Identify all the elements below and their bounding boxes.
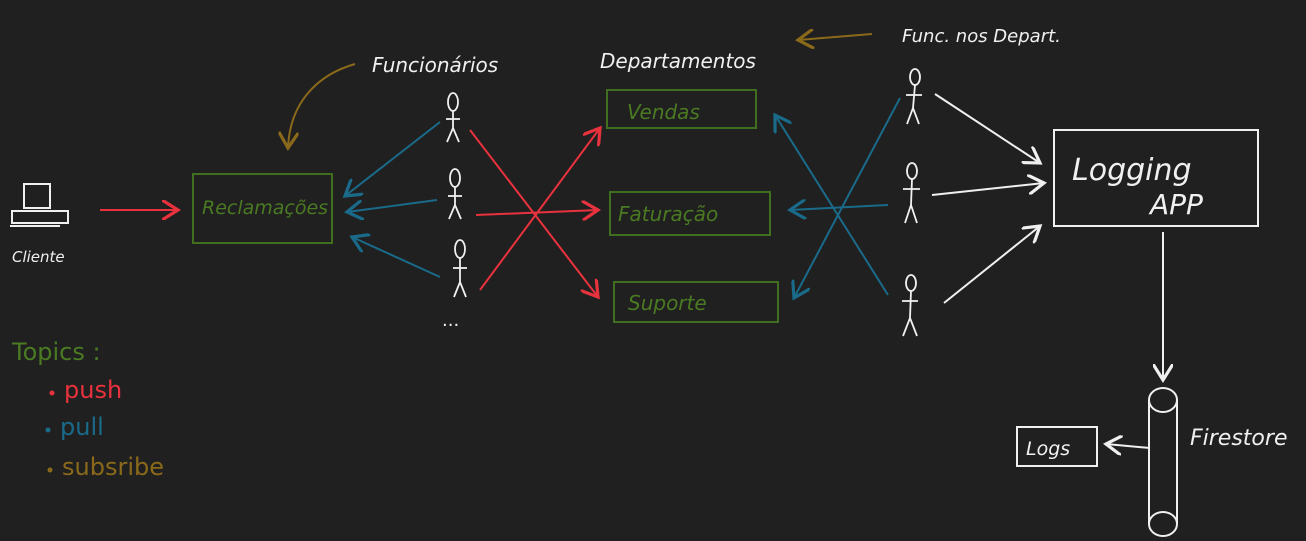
- dept-employee-icon-1: [906, 68, 922, 125]
- logging-app-line1: Logging: [1072, 153, 1192, 188]
- logging-app-box: [1053, 129, 1259, 227]
- func-nos-depart-label: Func. nos Depart.: [902, 26, 1061, 47]
- logs-label: Logs: [1026, 438, 1070, 460]
- logs-arrow: [1106, 444, 1151, 448]
- logging-app-line2: APP: [1148, 188, 1203, 221]
- log-arrow-emp2: [931, 183, 1044, 196]
- legend-item-pull: pull: [60, 413, 104, 441]
- pull-arrow-dept-emp1-suporte: [794, 97, 901, 298]
- logs-box: [1016, 426, 1098, 467]
- legend-bullet-push: [49, 390, 55, 396]
- faturacao-box: [609, 191, 771, 236]
- suporte-box: [613, 281, 779, 323]
- legend-item-push: push: [64, 376, 122, 404]
- pull-arrow-emp1: [345, 121, 441, 196]
- employee-icon-1: [446, 92, 460, 143]
- departamentos-label: Departamentos: [600, 49, 756, 73]
- log-arrow-emp1: [934, 93, 1040, 163]
- vendas-label: Vendas: [627, 100, 700, 124]
- pull-arrow-dept-emp2-faturacao: [790, 205, 889, 210]
- reclamacoes-label: Reclamações: [202, 197, 328, 219]
- database-icon: [1148, 387, 1178, 537]
- push-arrow-emp3-vendas: [479, 128, 600, 291]
- pull-arrow-emp3: [352, 237, 441, 278]
- pull-arrow-emp2: [347, 199, 438, 212]
- faturacao-label: Faturação: [618, 202, 718, 226]
- legend-item-subscribe: subsribe: [62, 453, 164, 481]
- employee-icon-2: [448, 168, 462, 220]
- subscribe-arrow-funcionarios: [288, 63, 356, 148]
- dept-employee-icon-3: [902, 274, 918, 337]
- legend-bullet-pull: [45, 427, 51, 433]
- subscribe-arrow-func-depart: [798, 34, 873, 40]
- log-arrow-emp3: [943, 226, 1040, 304]
- pull-arrow-dept-emp3-vendas: [775, 115, 889, 296]
- computer-icon: [10, 183, 69, 227]
- firestore-label: Firestore: [1190, 426, 1287, 451]
- reclamacoes-box: [192, 173, 333, 244]
- cliente-label: Cliente: [12, 248, 65, 266]
- suporte-label: Suporte: [628, 291, 707, 315]
- legend-bullet-subscribe: [47, 467, 53, 473]
- employee-icon-3: [453, 239, 467, 298]
- dept-employee-icon-2: [903, 162, 920, 224]
- legend-title: Topics :: [11, 338, 101, 366]
- more-employees-dots: ...: [442, 310, 459, 331]
- funcionarios-label: Funcionários: [372, 53, 498, 77]
- vendas-box: [606, 89, 757, 129]
